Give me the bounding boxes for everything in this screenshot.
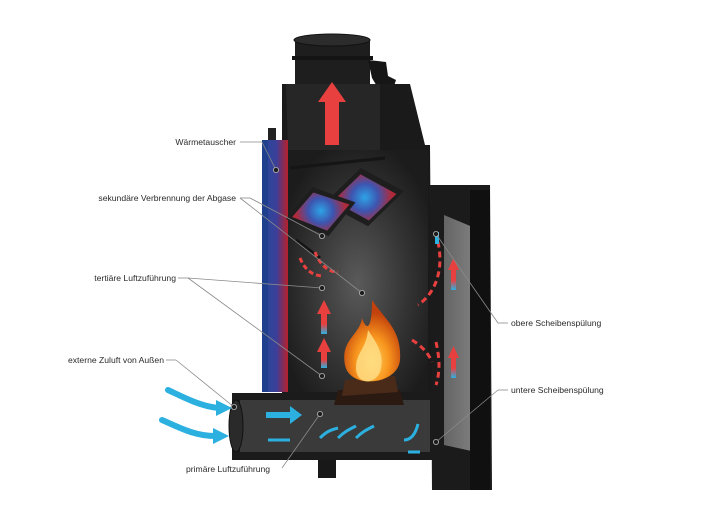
secondary-air-arrows [298,251,339,278]
external-air-arrows [159,387,221,439]
leader-dots [230,166,439,445]
baffle-plates [286,156,404,260]
external-air-arrowheads [213,400,232,444]
flue-pipe [292,33,396,92]
label-obere-scheibenspuelung: obere Scheibenspülung [511,318,602,328]
tertiary-air-arrows [317,300,331,368]
upper-window-rinse-arrows [411,231,459,386]
label-externe-zuluft: externe Zuluft von Außen [67,355,164,365]
label-sekundaere-verbrennung: sekundäre Verbrennung der Abgase [98,193,236,203]
label-untere-scheibenspuelung: untere Scheibenspülung [511,385,604,395]
label-waermetauscher: Wärmetauscher [175,137,236,147]
leader-lines [166,141,508,469]
label-tertiaere-luftzufuehrung: tertiäre Luftzuführung [94,273,176,283]
primary-air-arrows [266,406,420,454]
label-primaere-luftzufuehrung: primäre Luftzuführung [186,464,271,474]
door-assembly [430,185,492,490]
heat-exchanger [262,128,288,392]
flue-gas-arrow [318,82,346,145]
fire [334,300,404,405]
